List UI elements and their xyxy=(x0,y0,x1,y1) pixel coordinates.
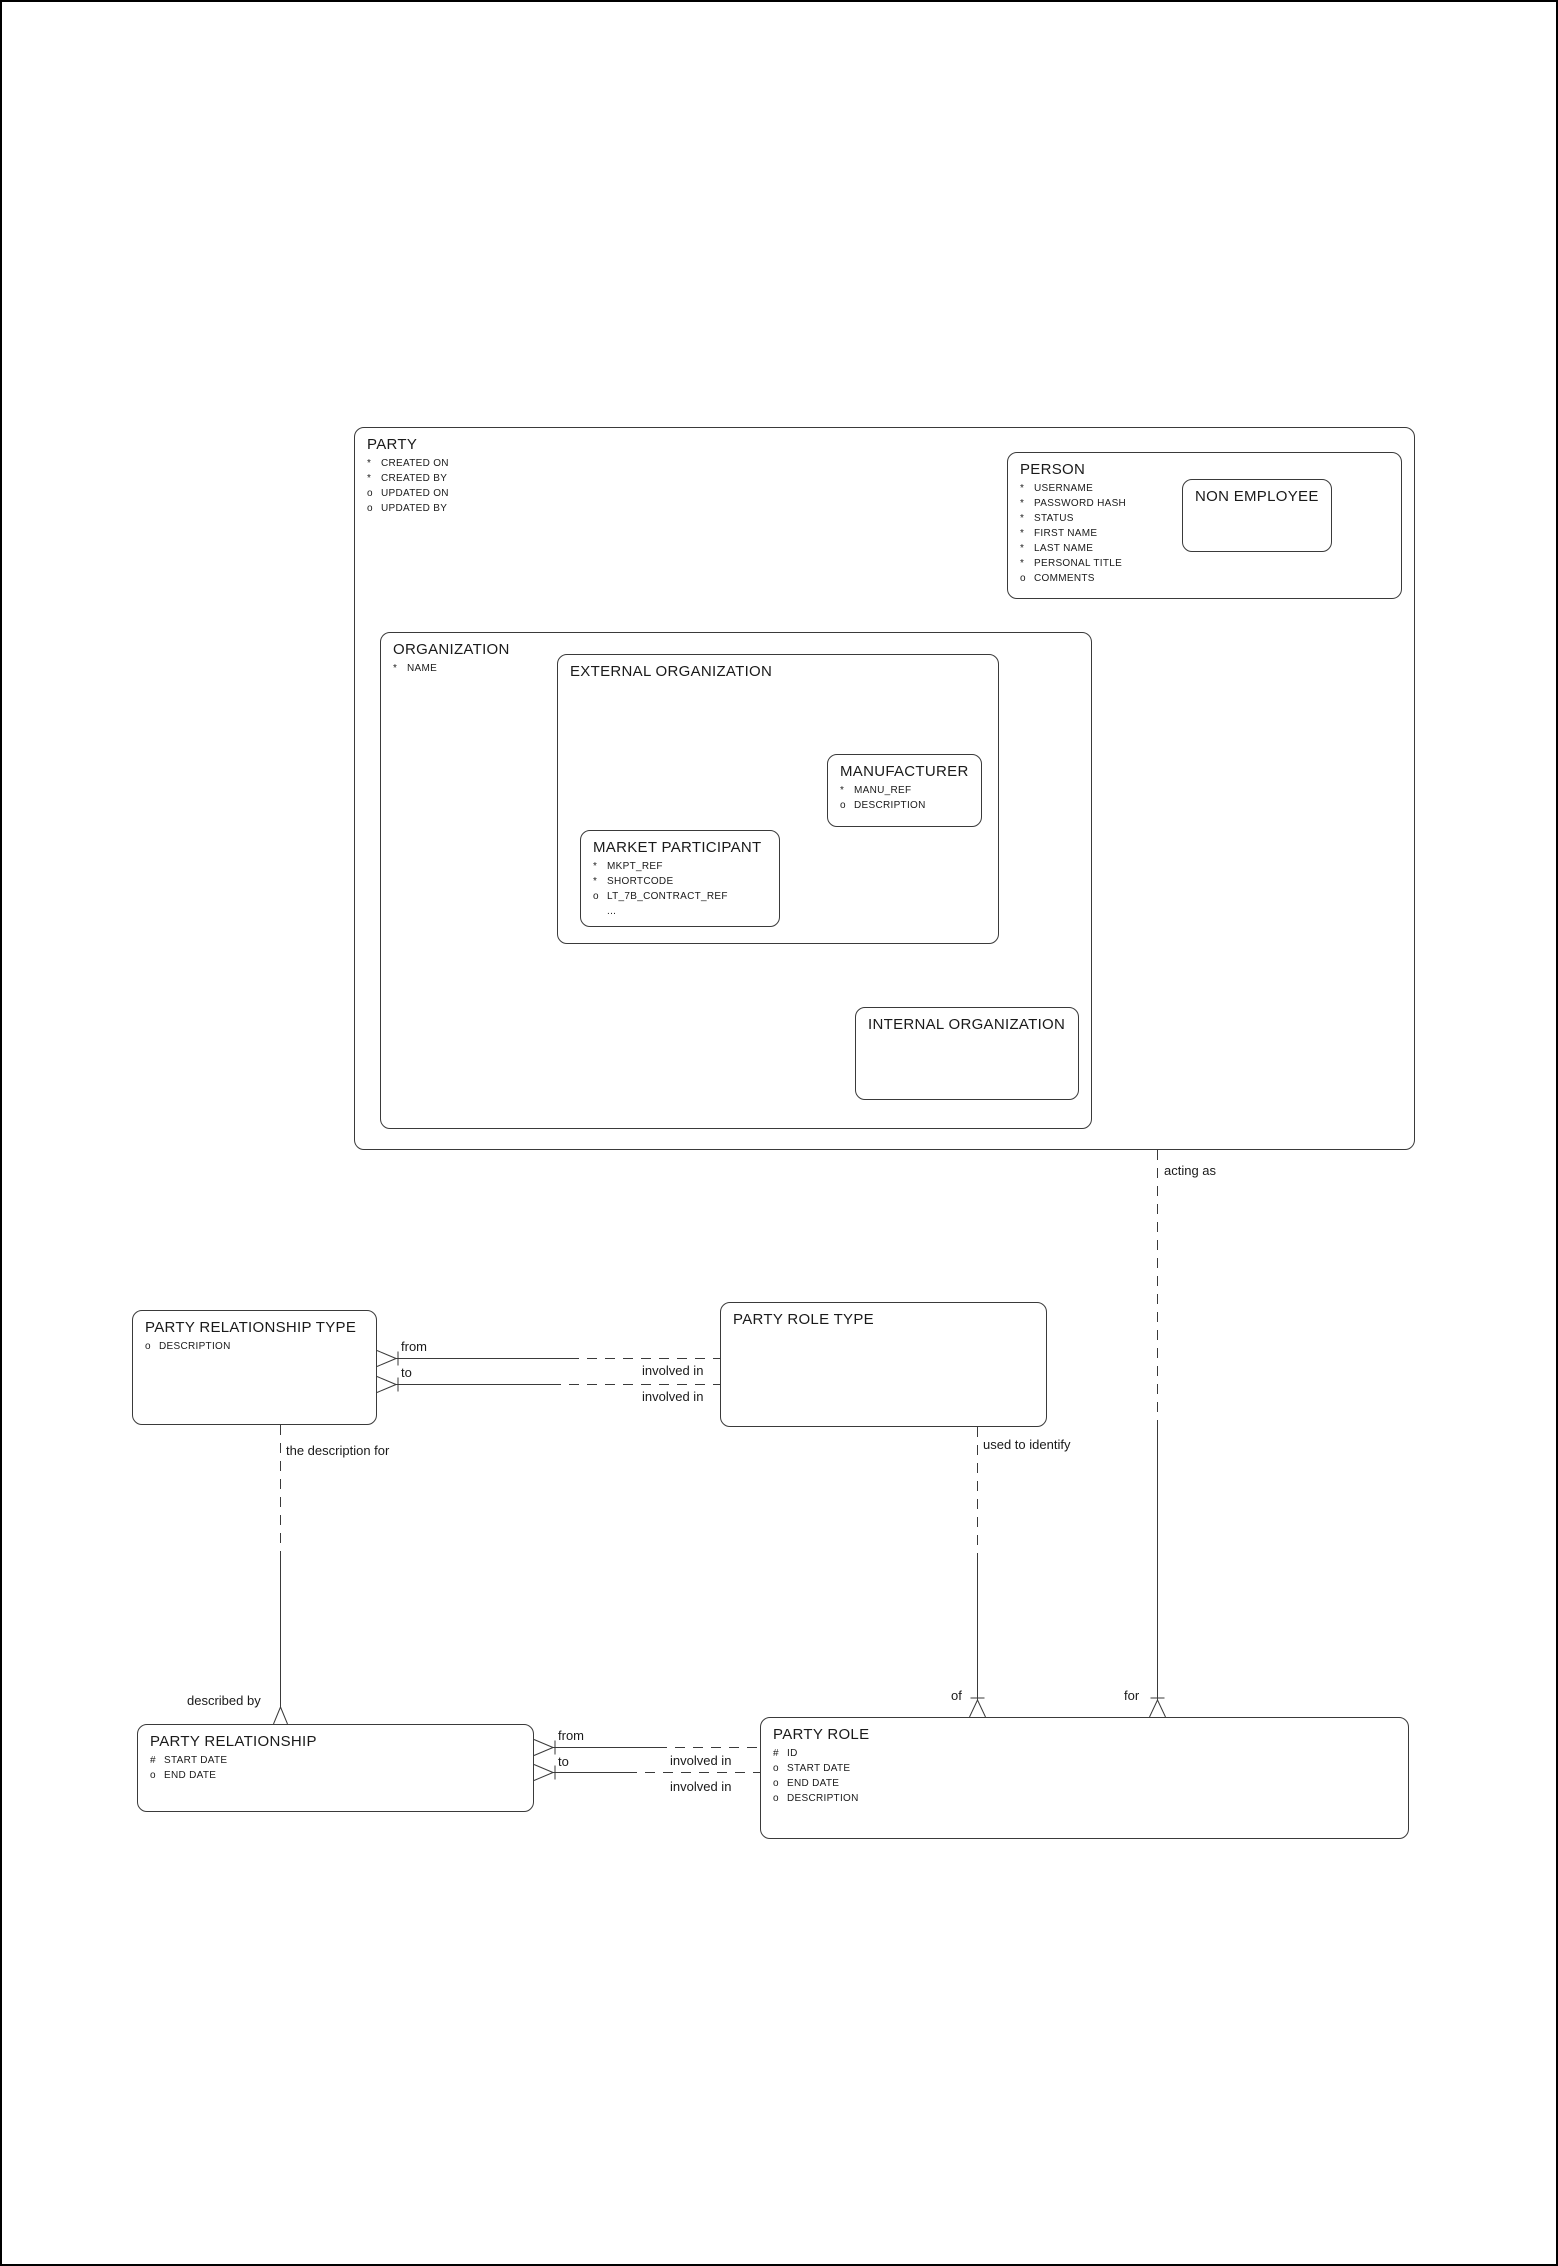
entity-title-party-relationship: PARTY RELATIONSHIP xyxy=(150,1733,317,1750)
entity-title-manufacturer: MANUFACTURER xyxy=(840,763,969,780)
relationship-label-type-to: to xyxy=(401,1365,412,1380)
attribute-row: *MANU_REF xyxy=(840,785,912,796)
entity-person: PERSON *USERNAME *PASSWORD HASH *STATUS *FI… xyxy=(1007,452,1402,599)
line-used-to-identify-of xyxy=(969,1427,986,1718)
line-type-to-involved-in xyxy=(376,1376,720,1393)
attribute-row: #ID xyxy=(773,1748,798,1759)
relationship-label-used-to-identify: used to identify xyxy=(983,1437,1071,1452)
line-rel-from-involved-in xyxy=(533,1739,760,1756)
relationship-label-rel-involved-in-2: involved in xyxy=(670,1779,732,1794)
attribute-row: *SHORTCODE xyxy=(593,876,674,887)
relationship-label-acting-as: acting as xyxy=(1164,1163,1217,1178)
attribute-row: #START DATE xyxy=(150,1755,228,1766)
attribute-row: *FIRST NAME xyxy=(1020,528,1098,539)
entity-organization: ORGANIZATION *NAME xyxy=(380,632,1092,1129)
entity-title-party-relationship-type: PARTY RELATIONSHIP TYPE xyxy=(145,1319,357,1336)
attribute-row: *MKPT_REF xyxy=(593,861,663,872)
entity-attrs-organization: *NAME xyxy=(393,661,1079,676)
entity-title-internal-organization: INTERNAL ORGANIZATION xyxy=(868,1016,1066,1033)
entity-title-party: PARTY xyxy=(367,436,418,453)
relationship-label-rel-to: to xyxy=(558,1754,569,1769)
attribute-row: *PASSWORD HASH xyxy=(1020,498,1127,509)
entity-title-party-role-type: PARTY ROLE TYPE xyxy=(733,1311,874,1328)
relationship-label-type-involved-in-1: involved in xyxy=(642,1363,704,1378)
entity-title-party-role: PARTY ROLE xyxy=(773,1726,870,1743)
attribute-row: *CREATED BY xyxy=(367,473,448,484)
line-description-for-described-by xyxy=(273,1425,288,1725)
relationship-label-rel-from: from xyxy=(558,1728,584,1743)
entity-title-person: PERSON xyxy=(1020,461,1086,478)
entity-title-market-participant: MARKET PARTICIPANT xyxy=(593,839,762,856)
line-rel-to-involved-in xyxy=(533,1764,760,1781)
relationship-label-type-from: from xyxy=(401,1339,427,1354)
entity-title-non-employee: NON EMPLOYEE xyxy=(1195,488,1319,505)
relationship-label-for: for xyxy=(1124,1688,1140,1703)
line-type-from-involved-in xyxy=(376,1350,720,1367)
relationship-label-the-description-for: the description for xyxy=(286,1443,390,1458)
attribute-row: *STATUS xyxy=(1020,513,1074,524)
attribute-row: *LAST NAME xyxy=(1020,543,1094,554)
entity-title-organization: ORGANIZATION xyxy=(393,641,510,658)
line-acting-as-for xyxy=(1149,1150,1166,1718)
entity-non-employee: NON EMPLOYEE xyxy=(1182,479,1332,552)
relationship-label-of: of xyxy=(951,1688,962,1703)
attribute-row: *CREATED ON xyxy=(367,458,449,469)
relationship-label-rel-involved-in-1: involved in xyxy=(670,1753,732,1768)
entity-party-role-type: PARTY ROLE TYPE xyxy=(720,1302,1047,1427)
attribute-row: ... xyxy=(607,906,617,917)
relationship-label-described-by: described by xyxy=(187,1693,261,1708)
entity-title-external-organization: EXTERNAL ORGANIZATION xyxy=(570,663,773,680)
attribute-row: *PERSONAL TITLE xyxy=(1020,558,1123,569)
entity-internal-organization: INTERNAL ORGANIZATION xyxy=(855,1007,1079,1100)
entity-attrs-person: *USERNAME *PASSWORD HASH *STATUS *FIRST NAM… xyxy=(1020,481,1389,586)
entity-external-organization: EXTERNAL ORGANIZATION xyxy=(557,654,999,944)
relationship-label-type-involved-in-2: involved in xyxy=(642,1389,704,1404)
attribute-row: *USERNAME xyxy=(1020,483,1094,494)
attribute-row: *NAME xyxy=(393,663,438,674)
